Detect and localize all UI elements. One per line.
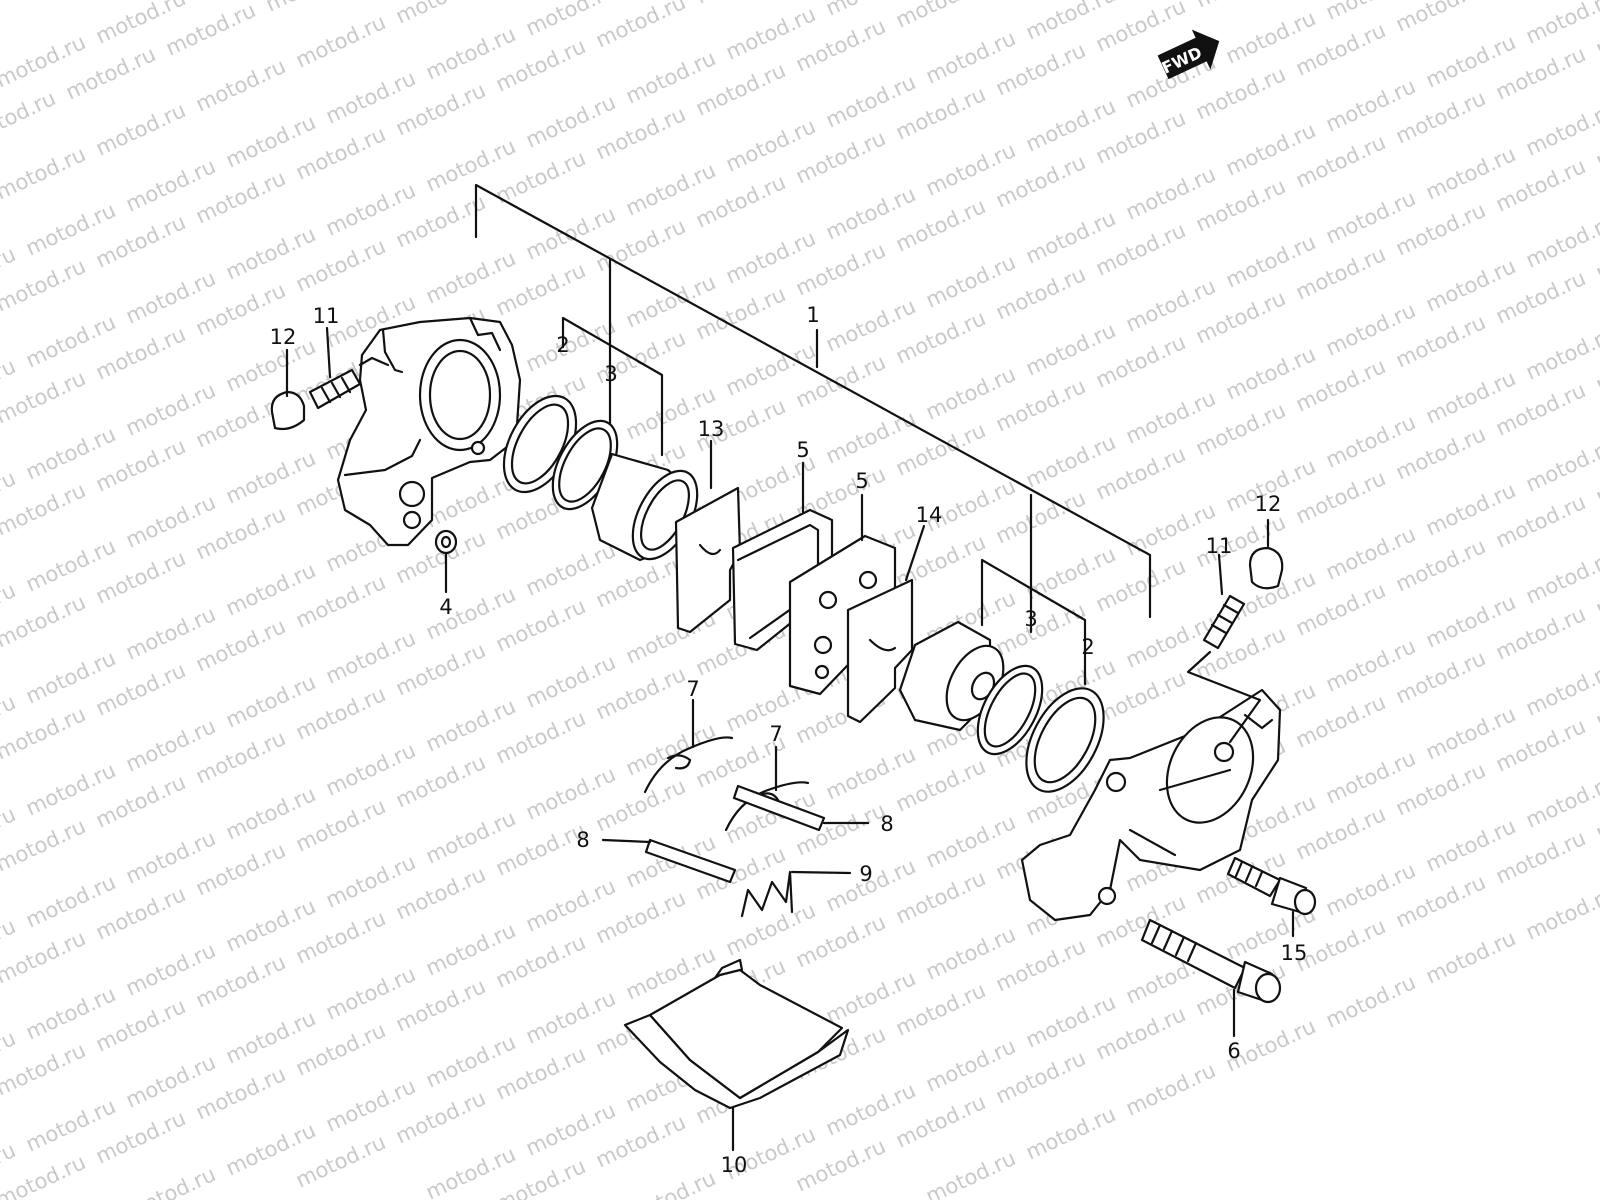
callout-7-second: 7 [769, 722, 782, 746]
watermark-text: motod.ru [262, 0, 359, 17]
dust-seal-right [976, 664, 1044, 756]
callout-15: 15 [1281, 941, 1308, 965]
callout-labels: 1 2 3 4 5 5 6 7 7 8 8 9 10 11 11 12 12 1… [270, 303, 1308, 1177]
piston-seal-right [1025, 687, 1105, 793]
pad-spring [740, 870, 794, 918]
watermark-text: motod.ru [692, 0, 789, 9]
watermark-text: motod.ru [1522, 546, 1600, 608]
callout-12-right: 12 [1255, 492, 1282, 516]
watermark-text: motod.ru [192, 54, 289, 116]
callout-12-left: 12 [270, 325, 297, 349]
bolt-6 [1140, 918, 1282, 1004]
watermark-text: motod.ru [1522, 770, 1600, 832]
callout-11-left: 11 [313, 304, 340, 328]
callout-3-right: 3 [1024, 607, 1037, 631]
watermark-text: motod.ru [1522, 434, 1600, 496]
watermark-text: motod.ru [0, 86, 59, 148]
callout-8-second: 8 [880, 812, 893, 836]
right-caliper-housing [1020, 688, 1282, 922]
watermark-text: motod.ru [1522, 658, 1600, 720]
watermark-text: motod.ru [622, 1166, 719, 1200]
bleeder-cap-left [270, 390, 306, 431]
watermark-text: motod.ru [922, 1146, 1019, 1200]
watermark-text: motod.ru [292, 10, 389, 72]
watermark-text: motod.ru [1522, 322, 1600, 384]
bleeder-screw-right [1202, 594, 1246, 650]
callout-5-first: 5 [796, 438, 809, 462]
bolt-15 [1226, 856, 1317, 916]
assembly-bracket [474, 183, 1152, 686]
watermark-text: motod.ru [92, 98, 189, 160]
watermark-text: motod.ru [1522, 0, 1600, 49]
watermark-text: motod.ru [1392, 0, 1489, 37]
watermark-text: motod.ru [1192, 0, 1289, 13]
pad-shim-left [674, 486, 742, 634]
watermark-text: motod.ru [1522, 98, 1600, 160]
callout-2-left: 2 [556, 333, 569, 357]
watermark-text: motod.ru [392, 0, 489, 29]
watermark-text: motod.ru [0, 142, 89, 204]
watermark-text: motod.ru [592, 0, 689, 53]
left-caliper-housing [336, 316, 522, 547]
callout-9: 9 [859, 862, 872, 886]
callout-14: 14 [916, 503, 943, 527]
caliper-cover [623, 958, 850, 1110]
callout-8-first: 8 [576, 828, 589, 852]
bleeder-screw-left [308, 368, 362, 410]
watermark-text: motod.ru [1022, 1102, 1119, 1164]
callout-10: 10 [721, 1153, 748, 1177]
piston-right [898, 620, 1005, 732]
watermark-text: motod.ru [1122, 1058, 1219, 1120]
pad-shim-right [846, 578, 914, 724]
pad-pin-1 [644, 838, 737, 884]
washer [434, 529, 458, 555]
callout-2-right: 2 [1081, 635, 1094, 659]
pad-spring-clip-1 [643, 736, 734, 794]
watermark-text: motod.ru [1522, 210, 1600, 272]
bleeder-cap-right [1248, 546, 1284, 590]
watermark-text: motod.ru [892, 0, 989, 33]
pad-pin-2 [732, 784, 826, 832]
watermark-text: motod.ru [122, 1162, 219, 1200]
callout-1: 1 [806, 303, 819, 327]
watermark-text: motod.ru [1422, 926, 1519, 988]
callout-4: 4 [439, 595, 452, 619]
callout-11-right: 11 [1206, 534, 1233, 558]
callout-7-first: 7 [686, 677, 699, 701]
callout-3-left: 3 [604, 362, 617, 386]
callout-6: 6 [1227, 1039, 1240, 1063]
callout-5-second: 5 [855, 469, 868, 493]
watermark-text: motod.ru [1522, 882, 1600, 944]
watermark-text: motod.ru [1322, 970, 1419, 1032]
leader-lines [285, 326, 1295, 1152]
callout-13: 13 [698, 417, 725, 441]
